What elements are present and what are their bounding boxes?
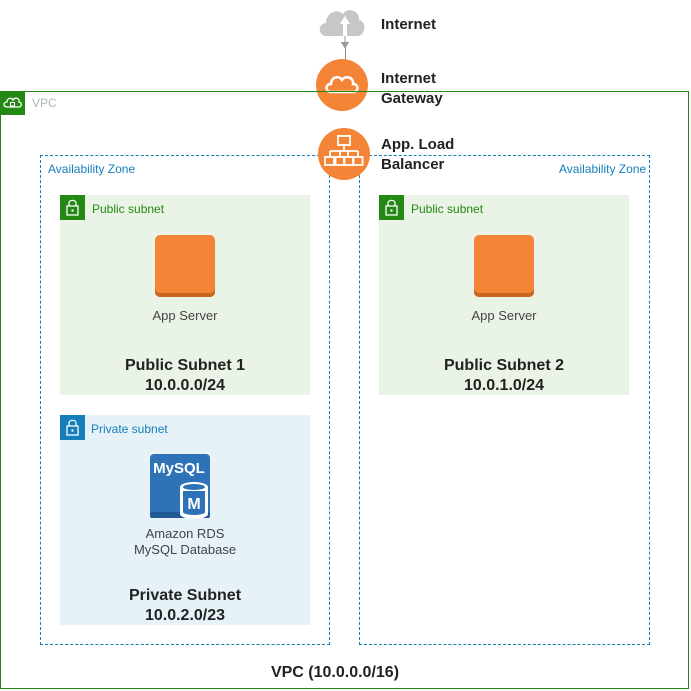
- lock-icon: [385, 199, 398, 216]
- public-subnet-2-badge: [379, 195, 404, 220]
- public-subnet-1-name: Public Subnet 1: [124, 357, 245, 374]
- vpc-cloud-icon: [3, 97, 22, 108]
- private-subnet-tag: Private subnet: [91, 422, 168, 436]
- load-balancer-node: [318, 128, 370, 180]
- public-subnet-2-cidr: 10.0.1.0/24: [463, 377, 545, 394]
- public-subnet-2-tag: Public subnet: [411, 202, 484, 216]
- availability-zone-2-label: Availability Zone: [559, 162, 647, 176]
- rds-label-line1: Amazon RDS: [145, 526, 225, 541]
- lock-icon: [66, 419, 79, 436]
- app-server-1-label: App Server: [152, 308, 218, 323]
- internet-gateway-node: [316, 59, 368, 111]
- public-subnet-1-badge: [60, 195, 85, 220]
- public-subnet-2-name: Public Subnet 2: [443, 357, 564, 374]
- ec2-instance-icon: [155, 235, 215, 297]
- internet-gateway-connector: [345, 44, 346, 60]
- internet-gateway-icon: [325, 75, 359, 94]
- mysql-rds-icon: MySQL M: [150, 454, 212, 520]
- private-subnet-badge: [60, 415, 85, 440]
- private-subnet: [60, 415, 310, 625]
- vpc-badge-label: VPC: [32, 96, 57, 110]
- ec2-instance-icon: [474, 235, 534, 297]
- internet-gateway-label: Internet Gateway: [381, 70, 443, 107]
- private-subnet-name: Private Subnet: [128, 587, 242, 604]
- vpc-badge: [0, 91, 25, 115]
- lock-icon: [66, 199, 79, 216]
- internet-node: [315, 2, 367, 50]
- internet-label: Internet: [381, 16, 437, 33]
- private-subnet-cidr: 10.0.2.0/23: [144, 607, 226, 624]
- public-subnet-1-tag: Public subnet: [92, 202, 165, 216]
- mysql-icon-letter: M: [187, 496, 200, 513]
- availability-zone-1: [40, 155, 330, 645]
- vpc-title: VPC (10.0.0.0/16): [270, 664, 400, 681]
- app-server-2-label: App Server: [471, 308, 537, 323]
- internet-cloud-icon: [319, 10, 365, 49]
- rds-label-line2: MySQL Database: [133, 542, 237, 557]
- load-balancer-icon: [324, 135, 364, 166]
- availability-zone-2: [359, 155, 650, 645]
- load-balancer-label: App. Load Balancer: [381, 136, 455, 173]
- vpc-container: [0, 91, 689, 689]
- availability-zone-1-label: Availability Zone: [48, 162, 136, 176]
- public-subnet-1-cidr: 10.0.0.0/24: [144, 377, 226, 394]
- mysql-icon-text: MySQL: [153, 460, 205, 477]
